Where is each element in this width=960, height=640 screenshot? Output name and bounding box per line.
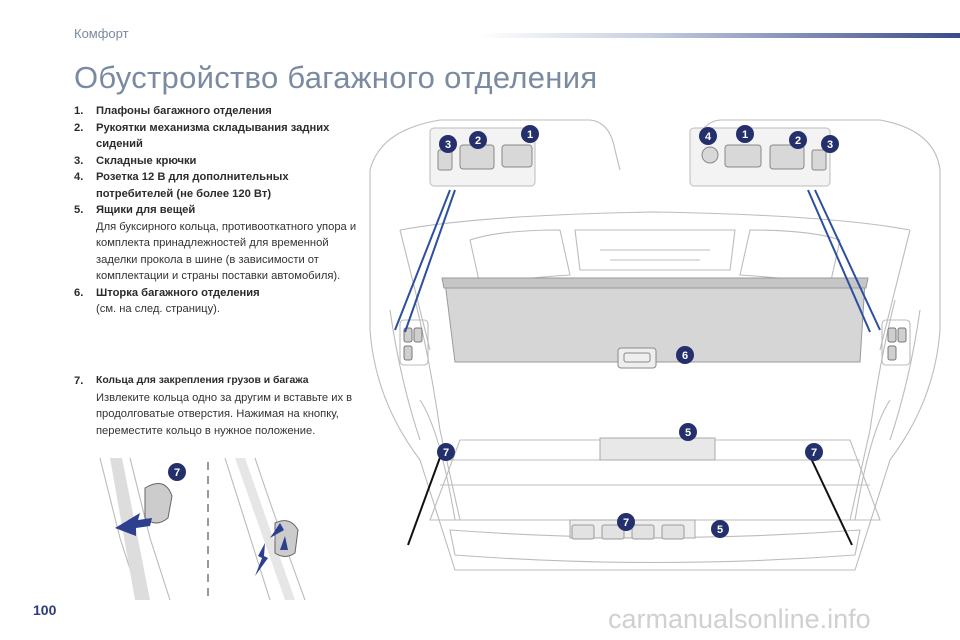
callout-7-bottom: 7	[617, 513, 635, 531]
item-number: 4.	[74, 171, 84, 183]
callout-5-bottom: 5	[711, 520, 729, 538]
item-title: Рукоятки механизма складывания задних си…	[96, 121, 330, 151]
list-item: 3. Складные крючки	[74, 153, 364, 170]
item-description: (см. на след. страницу).	[96, 303, 221, 315]
callout-label: 4	[705, 131, 712, 143]
list-item: 6. Шторка багажного отделения (см. на сл…	[74, 285, 364, 318]
item-number: 6.	[74, 286, 84, 299]
callout-label: 1	[742, 129, 748, 141]
item-description: Извлеките кольца одно за другим и вставь…	[96, 391, 353, 437]
item-number: 1.	[74, 105, 84, 117]
callout-label: 7	[443, 447, 449, 459]
callout-label: 7	[623, 517, 629, 529]
section-label: Комфорт	[74, 26, 129, 41]
items-list: 1. Плафоны багажного отделения 2. Рукоят…	[74, 103, 364, 318]
callout-4-right: 4	[699, 127, 717, 145]
callout-3-right: 3	[821, 135, 839, 153]
callout-label: 5	[685, 427, 691, 439]
page-number: 100	[33, 602, 57, 618]
callout-label: 3	[827, 139, 833, 151]
item-number: 5.	[74, 204, 84, 216]
callout-label: 2	[795, 135, 801, 147]
list-item: 2. Рукоятки механизма складывания задних…	[74, 120, 364, 153]
item-number: 3.	[74, 154, 84, 167]
list-item: 4. Розетка 12 В для дополнительных потре…	[74, 169, 364, 202]
callout-label: 7	[174, 467, 180, 479]
item-title: Плафоны багажного отделения	[96, 105, 272, 117]
item-title: Кольца для закрепления грузов и багажа	[96, 375, 309, 386]
item-title: Ящики для вещей	[96, 204, 196, 216]
header-rule	[480, 33, 960, 38]
list-item: 1. Плафоны багажного отделения	[74, 103, 364, 120]
list-item: 5. Ящики для вещей Для буксирного кольца…	[74, 202, 364, 285]
callout-label: 1	[527, 129, 533, 141]
item-description: Для буксирного кольца, противооткатного …	[96, 220, 357, 283]
callout-label: 2	[475, 135, 481, 147]
item-number: 2.	[74, 121, 84, 134]
item-7: 7. Кольца для закрепления грузов и багаж…	[74, 373, 364, 439]
callout-label: 6	[682, 350, 688, 362]
callout-label: 7	[811, 447, 817, 459]
item-title: Складные крючки	[96, 154, 197, 167]
item-number: 7.	[74, 375, 84, 387]
callout-label: 3	[445, 139, 451, 151]
page-title: Обустройство багажного отделения	[74, 60, 598, 95]
watermark: carmanualsonline.info	[608, 604, 871, 634]
callout-3-left: 3	[439, 135, 457, 153]
item-title: Розетка 12 В для дополнительных потребит…	[96, 171, 289, 200]
callout-2-right: 2	[789, 131, 807, 149]
callout-label: 5	[717, 524, 723, 536]
callout-1-left: 1	[521, 125, 539, 143]
trunk-illustration: 3 2 1 4 1 2 3 6 5 7 7 7 5	[369, 119, 941, 571]
item-title: Шторка багажного отделения	[96, 286, 260, 299]
callout-1-right: 1	[736, 125, 754, 143]
callout-2-left: 2	[469, 131, 487, 149]
callout-5-floor: 5	[679, 423, 697, 441]
ring-illustration: 7	[99, 458, 306, 600]
callout-7-right: 7	[805, 443, 823, 461]
callout-6: 6	[676, 346, 694, 364]
callout-7-left: 7	[437, 443, 455, 461]
callout-7-ring-left: 7	[168, 463, 186, 481]
